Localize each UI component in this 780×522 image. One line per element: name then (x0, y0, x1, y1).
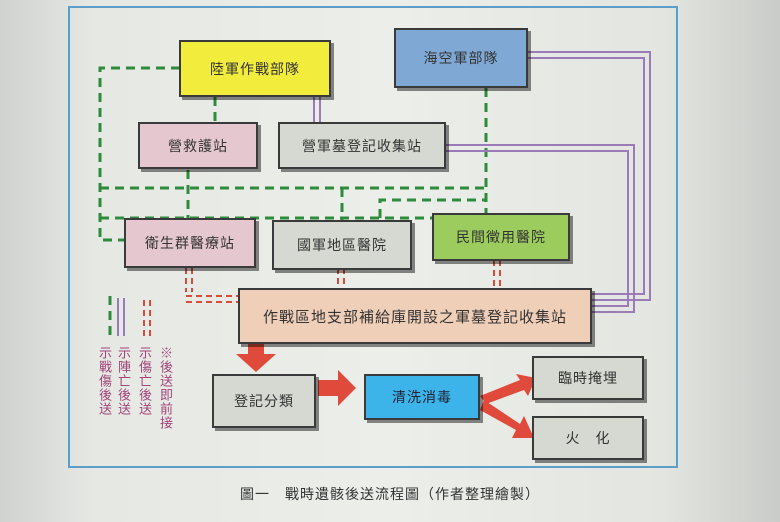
purple-navy-to-depot-a (528, 51, 651, 301)
arrow-registration-to-disinfection (318, 370, 356, 406)
figure-caption: 圖一 戰時遺骸後送流程圖（作者整理繪製） (240, 487, 540, 503)
legend-red-line (143, 300, 151, 336)
green-dash-connector (378, 198, 486, 218)
purple-camp-to-depot-b (446, 150, 629, 307)
node-army-combat: 陸軍作戰部隊 (179, 40, 331, 97)
node-army-regional-hospital: 國軍地區醫院 (272, 220, 412, 270)
arrow-to-cremation (480, 400, 534, 438)
node-disinfection: 清洗消毒 (364, 374, 480, 420)
green-dash-army-to-health (98, 66, 180, 242)
node-temporary-burial: 臨時掩埋 (532, 356, 644, 400)
red-dash-health-down (185, 268, 193, 292)
node-civilian-hospital: 民間徵用醫院 (432, 213, 570, 261)
node-registration: 登記分類 (212, 374, 316, 428)
node-navy-air: 海空軍部隊 (394, 28, 528, 88)
legend-purple-line (117, 298, 125, 336)
purple-camp-to-depot-a (446, 144, 635, 313)
node-depot-collection-station: 作戰區地支部補給庫開設之軍墓登記收集站 (238, 288, 592, 344)
node-camp-grave-station: 營軍墓登記收集站 (278, 122, 446, 169)
arrow-depot-to-registration (236, 344, 276, 372)
arrow-to-burial (480, 374, 536, 404)
legend-red-text: 示傷亡後送 (136, 346, 151, 416)
legend-green-text: 示戰傷後送 (96, 346, 111, 416)
red-dash-regional-to-depot (337, 268, 345, 288)
node-cremation: 火 化 (532, 416, 644, 460)
legend-purple-text: 示陣亡後送 (115, 346, 130, 416)
node-health-group-station: 衛生群醫療站 (124, 218, 256, 268)
purple-navy-to-depot-b (528, 57, 645, 295)
legend-note-text: ※後送即前接 (157, 346, 172, 430)
node-rescue-station: 營救護站 (138, 122, 258, 169)
diagram-frame (68, 6, 678, 468)
purple-army-to-camp-grave (313, 96, 321, 122)
red-dash-health-to-depot (186, 295, 238, 303)
red-dash-civilian-to-depot (493, 260, 501, 288)
